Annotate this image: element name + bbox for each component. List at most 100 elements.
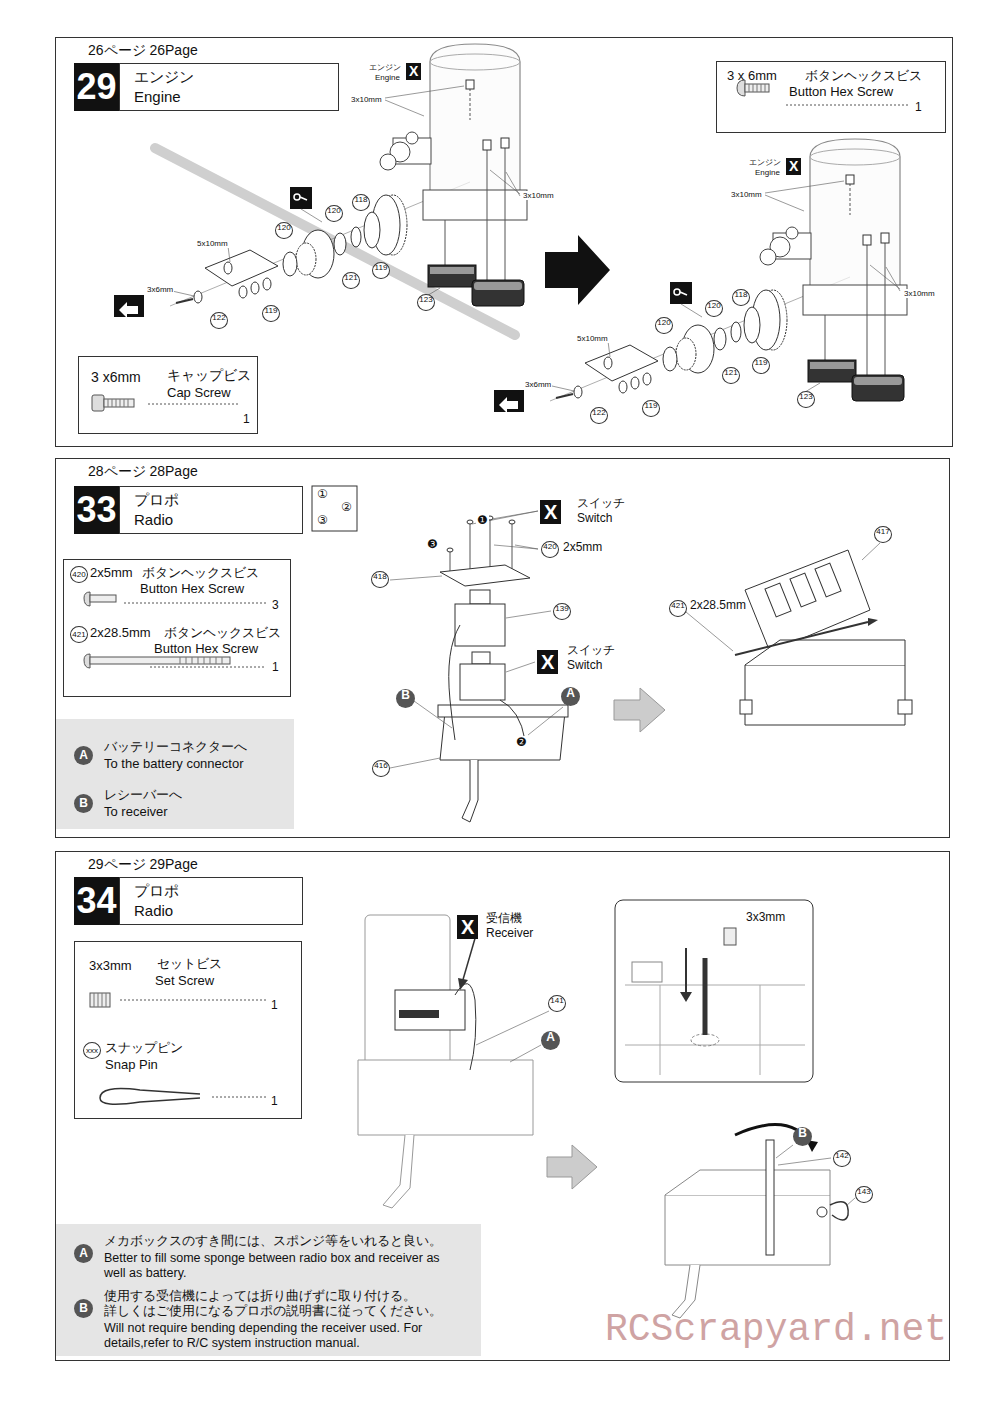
parts-box: 3 x6mmキャップビスCap Screw1 — [78, 356, 258, 434]
label-text: Snap Pin — [105, 1057, 158, 1073]
step-panel: 28ページ 28Page33プロポRadio4202x5mmボタンヘックスビスB… — [55, 458, 950, 838]
callout-number: 118 — [352, 194, 370, 211]
part-label: 5x10mm — [576, 334, 609, 343]
callout-number: 118 — [732, 289, 750, 306]
part-label: 2x5mm — [562, 541, 603, 555]
callout-number: 120 — [325, 205, 343, 222]
label-text: 29ページ 29Page — [88, 856, 198, 873]
note-letter: B — [74, 1299, 93, 1318]
part-label: 3x6mm — [146, 285, 174, 294]
callout-number: 421 — [70, 626, 88, 643]
exclude-marker: X — [457, 915, 478, 939]
label-text: Button Hex Screw — [140, 581, 244, 597]
part-label: ③ — [316, 514, 329, 528]
note-marker: B — [396, 689, 415, 708]
callout-number: 120 — [275, 222, 293, 239]
label-text: 3 x 6mm — [727, 68, 777, 84]
part-label: Switch — [576, 512, 613, 526]
callout-number: 123 — [417, 294, 435, 311]
label-text: Cap Screw — [167, 385, 231, 401]
part-label: Engine — [374, 73, 401, 82]
step-title-box: プロポ Radio — [119, 877, 303, 925]
note-box: AバッテリーコネクターへTo the battery connectorBレシー… — [56, 719, 294, 829]
callout-number: 139 — [553, 603, 571, 620]
exclude-marker: X — [406, 63, 421, 80]
label-text: エンジン — [134, 68, 194, 86]
callout-number: 121 — [722, 367, 740, 384]
label-text: 1 — [243, 412, 250, 426]
part-label: ❷ — [515, 736, 528, 750]
label-text: ボタンヘックスビス — [142, 565, 259, 581]
callout-number: 121 — [342, 272, 360, 289]
callout-number: 141 — [548, 995, 566, 1012]
label-text: To receiver — [104, 804, 168, 820]
step-number-box: 34 — [74, 877, 119, 925]
part-label: Switch — [566, 659, 603, 673]
label-text: 2x5mm — [90, 565, 133, 581]
callout-number: 119 — [372, 262, 390, 279]
label-text: ボタンヘックスビス — [164, 625, 281, 641]
note-text: 使用する受信機によっては折り曲げずに取り付ける。 詳しくはご使用になるプロポの説… — [104, 1289, 459, 1319]
step-title-box: エンジン Engine — [119, 63, 339, 111]
label-text: Button Hex Screw — [789, 84, 893, 100]
label-text: Radio — [134, 902, 173, 920]
label-text: プロポ — [134, 491, 179, 509]
callout-number: 143 — [855, 1186, 873, 1203]
part-label: Engine — [754, 168, 781, 177]
note-marker: A — [541, 1031, 560, 1050]
step-number-box: 33 — [74, 486, 119, 534]
part-label: ❶ — [476, 514, 489, 528]
label-text: 3 — [272, 598, 279, 612]
callout-number: 119 — [752, 357, 770, 374]
watermark: RCScrapyard.net — [605, 1308, 947, 1352]
step-number: 34 — [74, 877, 119, 925]
part-label: 2x28.5mm — [689, 599, 747, 613]
callout-number: 122 — [210, 312, 228, 329]
part-label: 受信機 — [485, 912, 523, 926]
label-text: To the battery connector — [104, 756, 243, 772]
callout-number: 420 — [541, 541, 559, 558]
parts-box: 3x3mmセットビスSet Screw1xxxスナップピンSnap Pin1 — [74, 941, 302, 1119]
callout-number: 120 — [705, 300, 723, 317]
callout-number: 416 — [372, 760, 390, 777]
part-label: スイッチ — [566, 644, 616, 658]
part-label: エンジン — [748, 158, 782, 167]
callout-number: 119 — [262, 305, 280, 322]
part-label: ❸ — [426, 538, 439, 552]
label-text: Set Screw — [155, 973, 214, 989]
label-text: プロポ — [134, 882, 179, 900]
part-label: Receiver — [485, 927, 534, 941]
label-text: 3 x6mm — [91, 369, 141, 386]
label-text: スナップピン — [105, 1040, 183, 1056]
note-text: メカボックスのすき間には、スポンジ等をいれると良い。 — [104, 1234, 454, 1249]
note-letter: A — [74, 746, 93, 765]
label-text: セットビス — [157, 956, 222, 972]
exclude-marker: X — [786, 158, 801, 175]
parts-box: 3 x 6mm ボタンヘックスビスButton Hex Screw 1 — [716, 61, 946, 133]
label-text: ボタンヘックスビス — [805, 68, 922, 84]
callout-number: 417 — [874, 526, 892, 543]
exclude-marker: X — [540, 500, 561, 524]
label-text: レシーバーへ — [104, 787, 182, 803]
note-letter: B — [74, 794, 93, 813]
parts-box: 4202x5mmボタンヘックスビスButton Hex Screw34212x2… — [63, 559, 291, 697]
part-label: 3x3mm — [745, 911, 786, 925]
callout-number: 420 — [70, 566, 88, 583]
note-text: Will not require bending depending the r… — [104, 1321, 459, 1351]
label-text: Engine — [134, 88, 181, 106]
part-label: ① — [316, 488, 329, 502]
label-text: 3x3mm — [89, 958, 132, 974]
callout-number: xxx — [83, 1042, 101, 1059]
label-text: 1 — [915, 100, 922, 114]
label-text: 1 — [271, 1094, 278, 1108]
callout-number: 122 — [590, 407, 608, 424]
label-text: 2x28.5mm — [90, 625, 151, 641]
part-label: 5x10mm — [196, 239, 229, 248]
note-marker: B — [793, 1127, 812, 1146]
note-marker: A — [561, 687, 580, 706]
note-box: Aメカボックスのすき間には、スポンジ等をいれると良い。Better to fil… — [56, 1224, 481, 1356]
part-label: 3x6mm — [524, 380, 552, 389]
step-number: 29 — [74, 63, 119, 111]
